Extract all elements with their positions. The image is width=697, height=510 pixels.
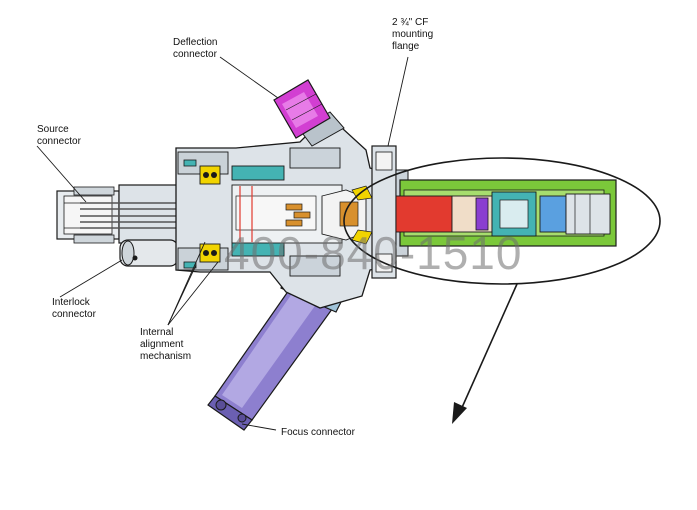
watermark-text: 400-840-1510: [224, 227, 523, 279]
mounting-flange-label: 2 ¾" CF mounting flange: [392, 17, 434, 52]
internal-alignment-label: Internal alignment mechanism: [140, 327, 192, 362]
source-connector-label: Source connector: [37, 124, 81, 147]
source-connector-shape: [56, 184, 178, 244]
interlock-connector-shape: [119, 239, 179, 267]
leader-lines: [36, 56, 409, 431]
focus-connector-label: Focus connector: [281, 427, 355, 438]
highlight-callout: [343, 157, 661, 424]
interlock-connector-label: Interlock connector: [52, 297, 96, 320]
deflection-connector-label: Deflection connector: [173, 37, 218, 60]
pin-tips: [239, 186, 311, 242]
deflection-connector-shape: [273, 79, 345, 147]
extension-tube: [395, 179, 617, 247]
